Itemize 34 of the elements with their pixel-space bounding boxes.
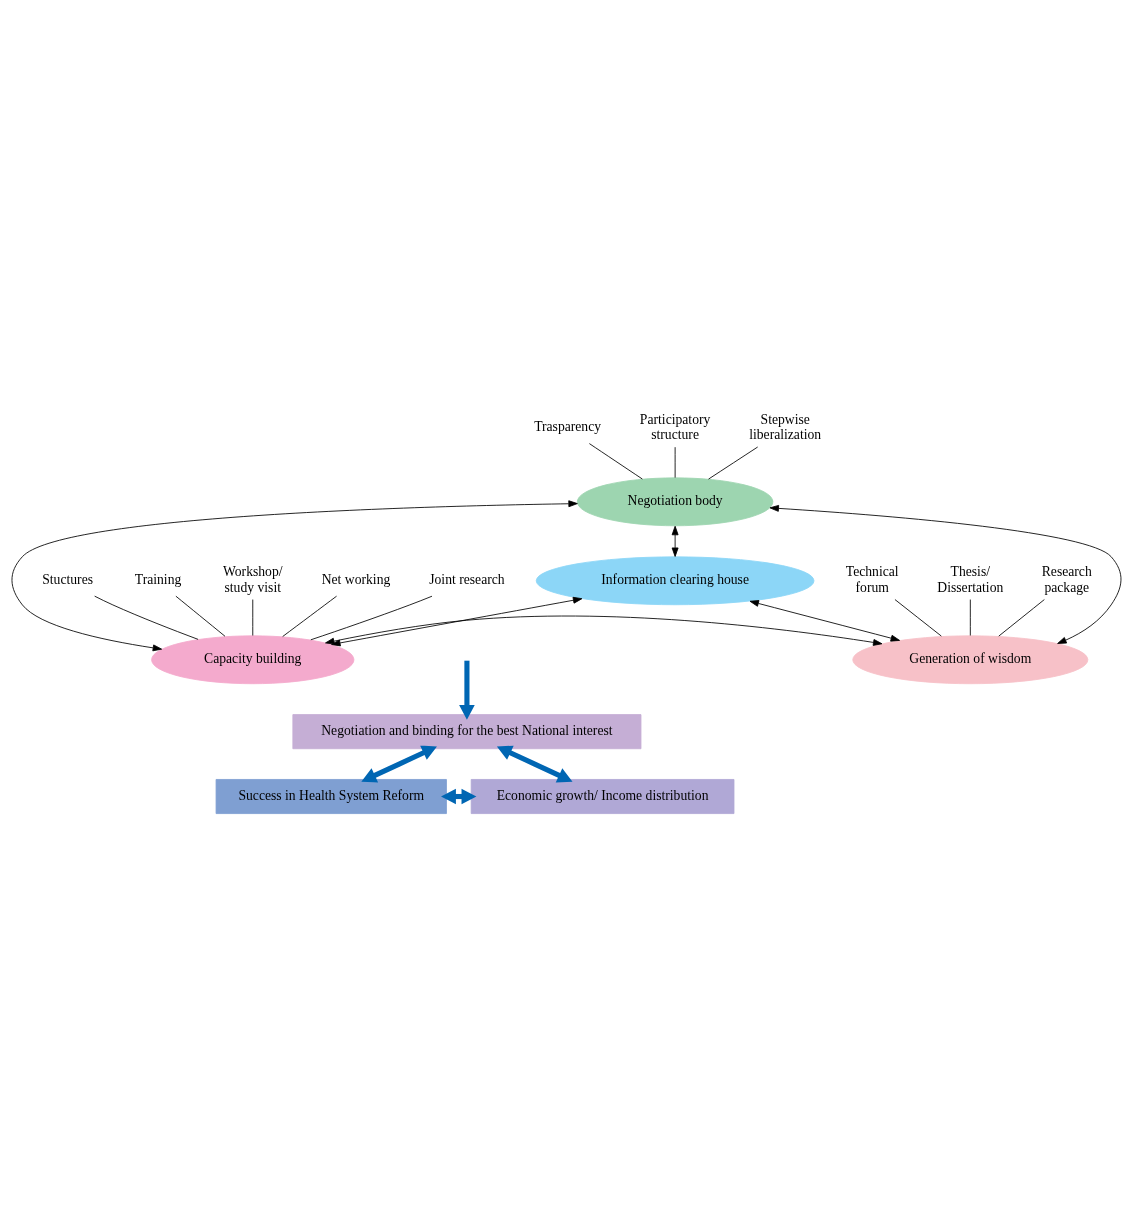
arrow xyxy=(331,596,583,647)
node-text: Research package xyxy=(1041,564,1092,595)
connector xyxy=(282,595,337,637)
arrow xyxy=(769,504,1122,644)
arrow xyxy=(749,600,900,642)
arrow xyxy=(496,745,573,783)
node-text: Training xyxy=(134,572,182,588)
node-text: Stuctures xyxy=(42,572,94,588)
connector xyxy=(310,595,433,641)
node-text: Participatory structure xyxy=(639,411,711,443)
connector xyxy=(708,446,759,480)
arrow xyxy=(361,745,437,783)
node-text: Net working xyxy=(321,572,391,588)
node-box: Economic growth/ Income distribution xyxy=(470,779,735,814)
connector xyxy=(998,599,1045,637)
node-text: Joint research xyxy=(429,572,505,588)
connector xyxy=(894,599,942,637)
arrow xyxy=(459,660,475,720)
node-box: Negotiation and binding for the best National interest xyxy=(292,714,642,750)
connector xyxy=(94,595,199,640)
node-ellipse: Negotiation body xyxy=(576,477,774,527)
node-text: Trasparency xyxy=(534,419,602,435)
node-box: Success in Health System Reform xyxy=(215,779,447,814)
node-text: Thesis/ Dissertation xyxy=(937,564,1004,595)
arrow xyxy=(325,615,883,646)
arrow xyxy=(11,500,578,652)
node-text: Technical forum xyxy=(845,564,899,595)
connector xyxy=(588,443,643,480)
arrow xyxy=(441,788,477,805)
connector xyxy=(969,599,971,636)
node-text: Workshop/ study visit xyxy=(223,564,283,595)
connector xyxy=(175,595,226,637)
node-text: Stepwise liberalization xyxy=(749,411,822,443)
arrow xyxy=(671,525,679,557)
